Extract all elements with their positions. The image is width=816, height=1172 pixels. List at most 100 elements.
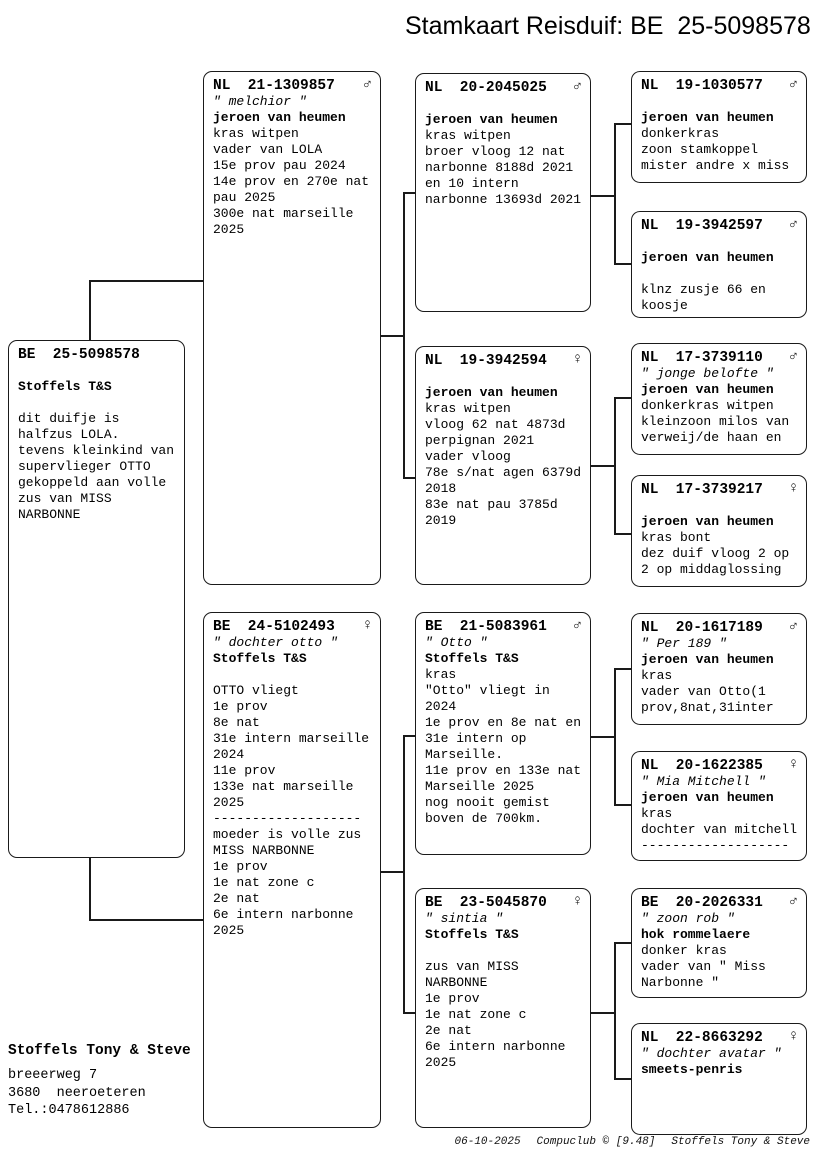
pedigree-line: 133e nat marseille [213, 779, 354, 794]
pedigree-line: 6e intern narbonne [425, 1039, 566, 1054]
pedigree-line: 1e prov [213, 699, 268, 714]
pedigree-connector-line [89, 280, 91, 341]
pedigree-line: 1e prov en 8e nat en [425, 715, 582, 730]
pedigree-line: jeroen van heumen [213, 110, 346, 125]
ring-number: BE 21-5083961 [425, 619, 547, 635]
ring-number-header: NL 22-8663292♀ [641, 1029, 806, 1046]
pedigree-line: Marseille 2025 [425, 779, 535, 794]
pedigree-line: 2025 [213, 222, 245, 237]
pedigree-line [213, 667, 380, 683]
pedigree-line: hok rommelaere [641, 927, 751, 942]
pedigree-connector-line [614, 397, 616, 534]
pedigree-connector-line [614, 942, 616, 1079]
pedigree-line [18, 395, 184, 411]
male-icon: ♂ [788, 348, 798, 365]
female-icon: ♀ [788, 480, 798, 497]
pedigree-box-dam: BE 24-5102493♀" dochter otto "Stoffels T… [203, 612, 381, 1128]
pedigree-line: 300e nat marseille [213, 206, 354, 221]
pedigree-line: ------------------- [641, 838, 790, 853]
pedigree-connector-line [614, 123, 616, 264]
pedigree-line: broer vloog 12 nat [425, 144, 566, 159]
pedigree-connector-line [403, 735, 416, 737]
ring-number-header: NL 20-2045025♂ [425, 79, 590, 96]
pedigree-connector-line [381, 335, 404, 337]
pedigree-line: tevens kleinkind van [18, 443, 175, 458]
pedigree-line: jeroen van heumen [641, 652, 774, 667]
pedigree-line: 31e intern op [425, 731, 527, 746]
footer-program: Compuclub © [9.48] [536, 1136, 656, 1148]
pedigree-line: kras witpen [213, 126, 299, 141]
pedigree-line: jeroen van heumen [641, 382, 774, 397]
pedigree-line: narbonne 13693d 2021 [425, 192, 582, 207]
ring-number-header: NL 17-3739110♂ [641, 348, 806, 366]
pedigree-connector-line [403, 477, 416, 479]
pedigree-line: dez duif vloog 2 op [641, 546, 790, 561]
pedigree-line: 31e intern marseille [213, 731, 370, 746]
pedigree-line: 15e prov pau 2024 [213, 158, 346, 173]
pedigree-connector-line [614, 804, 632, 806]
male-icon: ♂ [362, 76, 372, 93]
male-icon: ♂ [788, 893, 798, 910]
ring-number: NL 19-1030577 [641, 78, 763, 94]
ring-number-header: BE 23-5045870♀ [425, 894, 590, 911]
pedigree-line: en 10 intern [425, 176, 519, 191]
pedigree-line: 2019 [425, 513, 457, 528]
pedigree-connector-line [403, 192, 416, 194]
pedigree-line: halfzus LOLA. [18, 427, 120, 442]
pedigree-line: 6e intern narbonne [213, 907, 354, 922]
pedigree-line: 78e s/nat agen 6379d [425, 465, 582, 480]
pedigree-line: 1e nat zone c [425, 1007, 527, 1022]
pedigree-connector-line [89, 280, 203, 282]
male-icon: ♂ [788, 76, 798, 93]
ring-number-header: NL 20-1622385♀ [641, 756, 806, 774]
ring-number-header: NL 17-3739217♀ [641, 480, 806, 498]
pedigree-line: 2018 [425, 481, 457, 496]
page-title: Stamkaart Reisduif: BE 25-5098578 [405, 12, 811, 40]
owner-phone: Tel.:0478612886 [8, 1103, 130, 1118]
pedigree-line: 2025 [213, 795, 245, 810]
pedigree-line: OTTO vliegt [213, 683, 299, 698]
pedigree-line: vader vloog [425, 449, 511, 464]
footer-owner: Stoffels Tony & Steve [671, 1136, 810, 1148]
pedigree-line: jeroen van heumen [641, 790, 774, 805]
pedigree-line [641, 94, 806, 110]
ring-number-header: NL 21-1309857♂ [213, 76, 380, 94]
pedigree-line: 2e nat [425, 1023, 472, 1038]
female-icon: ♀ [788, 756, 798, 773]
ring-number-header: NL 19-3942597♂ [641, 217, 806, 234]
pedigree-line: 2024 [213, 747, 245, 762]
pedigree-line: 83e nat pau 3785d [425, 497, 558, 512]
pedigree-line: " jonge belofte " [641, 366, 774, 381]
pedigree-box-sds: NL 17-3739110♂" jonge belofte "jeroen va… [631, 343, 807, 455]
pedigree-line: dochter van mitchell [641, 822, 798, 837]
pedigree-line: 11e prov [213, 763, 276, 778]
pedigree-line: kras witpen [425, 128, 511, 143]
pedigree-line: 2024 [425, 699, 457, 714]
pedigree-connector-line [614, 668, 632, 670]
pedigree-connector-line [403, 192, 405, 478]
pedigree-line [641, 266, 806, 282]
pedigree-line: 8e nat [213, 715, 260, 730]
ring-number-header: BE 25-5098578 [18, 347, 184, 363]
pedigree-line [425, 369, 590, 385]
pedigree-line: donkerkras witpen [641, 398, 774, 413]
pedigree-line: Narbonne " [641, 975, 720, 990]
pedigree-connector-line [614, 942, 632, 944]
pedigree-line: moeder is volle zus [213, 827, 362, 842]
pedigree-connector-line [403, 1012, 416, 1014]
pedigree-connector-line [403, 735, 405, 1013]
ring-number: BE 24-5102493 [213, 619, 335, 635]
pedigree-line: smeets-penris [641, 1062, 743, 1077]
pedigree-line [18, 363, 184, 379]
pedigree-line: " Per 189 " [641, 636, 727, 651]
pedigree-line: Marseille. [425, 747, 504, 762]
owner-street: breeerweg 7 [8, 1068, 98, 1083]
pedigree-line: kleinzoon milos van [641, 414, 790, 429]
pedigree-box-ddd: NL 22-8663292♀" dochter avatar "smeets-p… [631, 1023, 807, 1135]
pedigree-line: Stoffels T&S [425, 651, 519, 666]
